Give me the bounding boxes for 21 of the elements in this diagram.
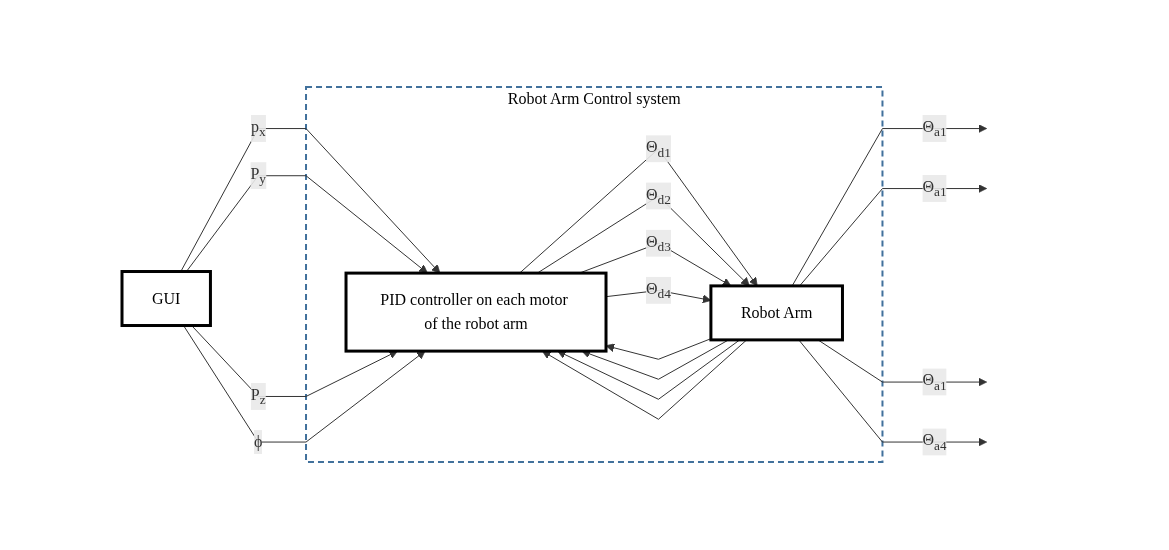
arrow [180,128,441,274]
arrow [186,175,428,274]
edge-label: Θ$_{d4}$ [646,280,672,302]
node-box: Robot Arm [709,284,845,342]
edge-label: Θ$_{d2}$ [646,185,672,208]
node-box: PID controller on each motor of the robot arm [344,272,608,354]
edge-label: Θ$_{a1}$ [922,118,947,140]
edge-label: p$_{x}$ [251,118,266,140]
edge-label: Θ$_{a1}$ [922,371,947,394]
edge-label: P$_{y}$ [250,165,267,187]
edge-label: Θ$_{a1}$ [922,178,947,200]
edge-label: ϕ [254,433,263,451]
arrow [191,325,399,398]
arrow [799,184,988,287]
arrow [183,325,426,444]
edge-label: P$_{z}$ [251,386,266,408]
node-box: GUI [120,270,213,328]
edge-label: Θ$_{d3}$ [646,233,672,255]
edge-label: Θ$_{d1}$ [646,138,672,160]
edge-label: Θ$_{a4}$ [922,431,947,454]
arrow [791,124,988,287]
